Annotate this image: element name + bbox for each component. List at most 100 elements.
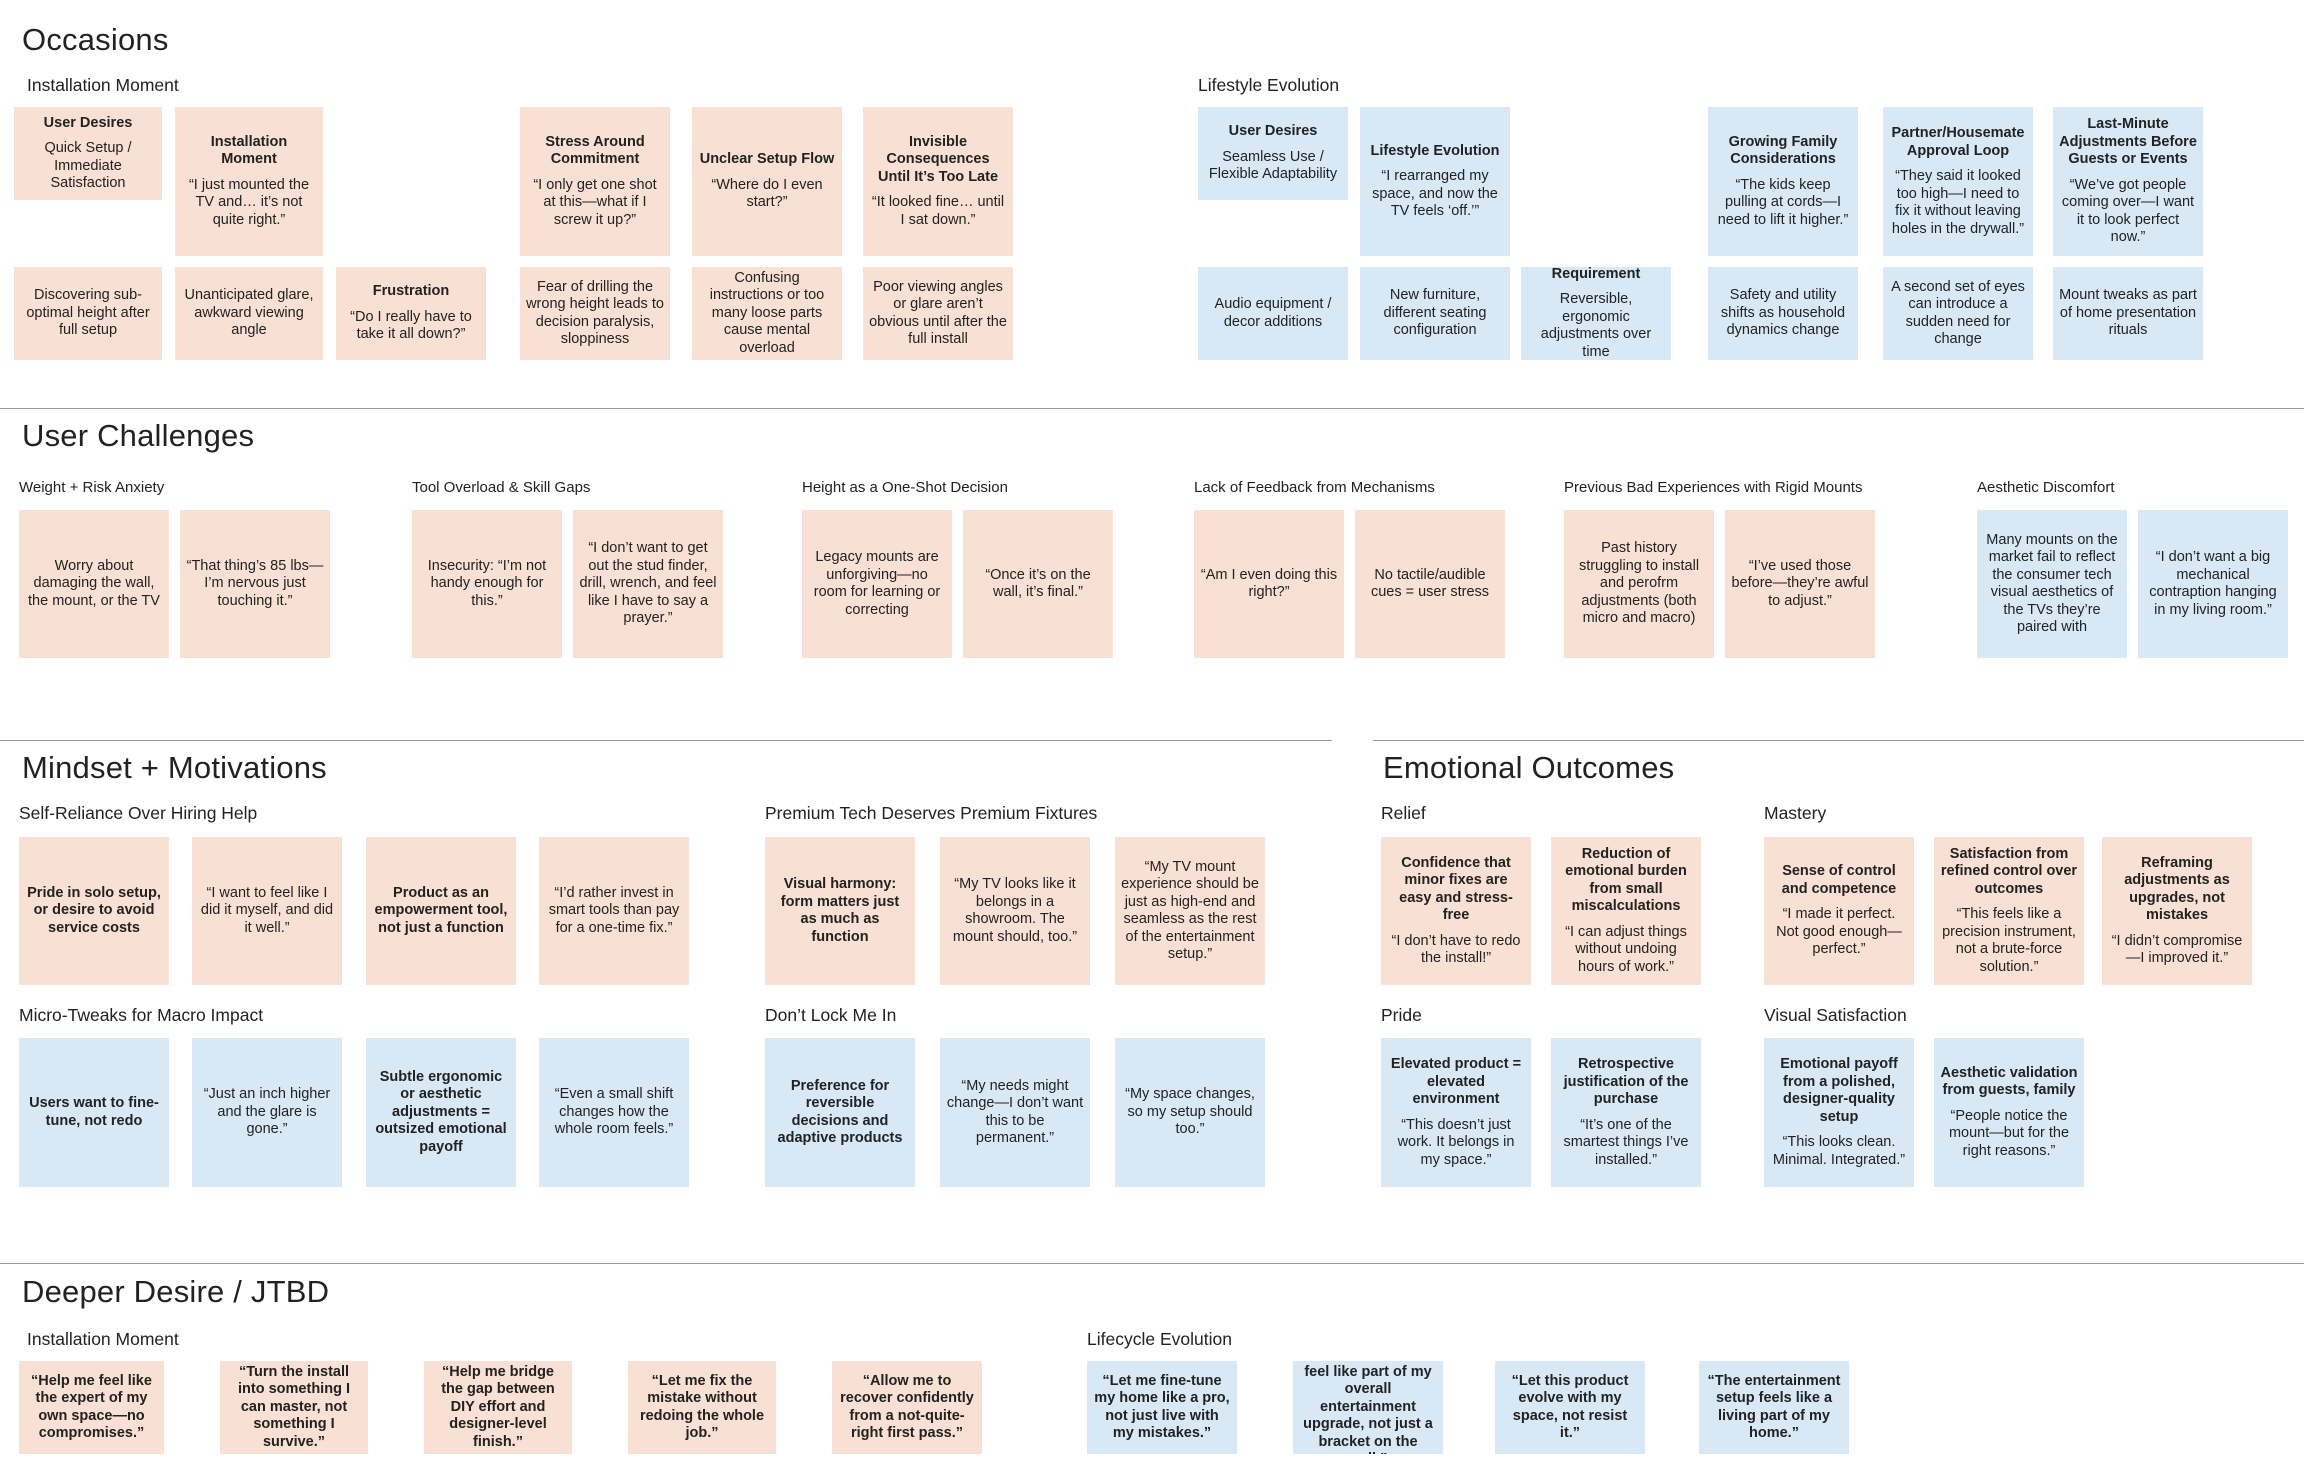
sticky-note[interactable]: Unclear Setup Flow “Where do I even star… — [692, 107, 842, 256]
sticky-note[interactable]: Last-Minute Adjustments Before Guests or… — [2053, 107, 2203, 256]
subheading-emotional-relief: Relief — [1381, 803, 1426, 823]
sticky-note[interactable]: Product as an empowerment tool, not just… — [366, 837, 516, 985]
note-body: Users want to fine-tune, not redo — [29, 1095, 159, 1129]
sticky-note[interactable]: “My needs might change—I don’t want this… — [940, 1038, 1090, 1187]
note-title: Partner/Housemate Approval Loop — [1891, 125, 2025, 159]
note-body: Many mounts on the market fail to reflec… — [1986, 531, 2118, 636]
sticky-note[interactable]: “That thing’s 85 lbs—I’m nervous just to… — [180, 510, 330, 658]
note-title: Invisible Consequences Until It’s Too La… — [877, 133, 999, 185]
sticky-note[interactable]: Audio equipment / decor additions — [1198, 267, 1348, 360]
sticky-note[interactable]: Lifestyle Evolution “I rearranged my spa… — [1360, 107, 1510, 256]
sticky-note[interactable]: “Let me fix the mistake without redoing … — [628, 1361, 776, 1454]
sticky-note[interactable]: Invisible Consequences Until It’s Too La… — [863, 107, 1013, 256]
sticky-note[interactable]: Many mounts on the market fail to reflec… — [1977, 510, 2127, 658]
sticky-note[interactable]: Requirement Reversible, ergonomic adjust… — [1521, 267, 1671, 360]
sticky-note[interactable]: “Turn the install into something I can m… — [220, 1361, 368, 1454]
divider-challenges-mindset — [0, 740, 1332, 741]
note-body: Worry about damaging the wall, the mount… — [28, 557, 160, 609]
note-body: “Do I really have to take it all down?” — [350, 308, 472, 343]
subheading-mindset-premium-tech: Premium Tech Deserves Premium Fixtures — [765, 803, 1098, 823]
note-body: “We’ve got people coming over—I want it … — [2061, 176, 2195, 246]
sticky-note[interactable]: Legacy mounts are unforgiving—no room fo… — [802, 510, 952, 658]
subheading-emotional-visual-satisfaction: Visual Satisfaction — [1764, 1005, 1907, 1025]
sticky-note[interactable]: Satisfaction from refined control over o… — [1934, 837, 2084, 985]
sticky-note[interactable]: Partner/Housemate Approval Loop “They sa… — [1883, 107, 2033, 256]
sticky-note[interactable]: “Let this product evolve with my space, … — [1495, 1361, 1645, 1454]
note-body: Quick Setup / Immediate Satisfaction — [44, 140, 132, 191]
note-body: “This doesn’t just work. It belongs in m… — [1397, 1116, 1515, 1168]
subheading-challenge-lack-feedback: Lack of Feedback from Mechanisms — [1194, 479, 1435, 496]
sticky-note[interactable]: No tactile/audible cues = user stress — [1355, 510, 1505, 658]
sticky-note[interactable]: New furniture, different seating configu… — [1360, 267, 1510, 360]
sticky-note[interactable]: “Help me bridge the gap between DIY effo… — [424, 1361, 572, 1454]
sticky-note[interactable]: “Even a small shift changes how the whol… — [539, 1038, 689, 1187]
note-title: Frustration — [372, 283, 450, 300]
subheading-occasions-installation-moment: Installation Moment — [27, 75, 179, 95]
sticky-note[interactable]: Confidence that minor fixes are easy and… — [1381, 837, 1531, 985]
note-body: Mount tweaks as part of home presentatio… — [2059, 287, 2197, 339]
sticky-note[interactable]: “The entertainment setup feels like a li… — [1699, 1361, 1849, 1454]
sticky-note[interactable]: Retrospective justification of the purch… — [1551, 1038, 1701, 1187]
note-title: Satisfaction from refined control over o… — [1940, 845, 2078, 897]
sticky-note[interactable]: “Once it’s on the wall, it’s final.” — [963, 510, 1113, 658]
sticky-note[interactable]: “I don’t want a big mechanical contrapti… — [2138, 510, 2288, 658]
sticky-note[interactable]: Elevated product = elevated environment … — [1381, 1038, 1531, 1187]
note-body: “My TV looks like it belongs in a showro… — [952, 876, 1078, 945]
note-body: “I rearranged my space, and now the TV f… — [1372, 168, 1498, 219]
sticky-note[interactable]: Mount tweaks as part of home presentatio… — [2053, 267, 2203, 360]
section-title-mindset-motivations: Mindset + Motivations — [22, 750, 327, 785]
note-body: “I can adjust things without undoing hou… — [1565, 923, 1687, 975]
sticky-note[interactable]: Preference for reversible decisions and … — [765, 1038, 915, 1187]
sticky-note[interactable]: Insecurity: “I’m not handy enough for th… — [412, 510, 562, 658]
sticky-note[interactable]: Pride in solo setup, or desire to avoid … — [19, 837, 169, 985]
sticky-note[interactable]: Sense of control and competence “I made … — [1764, 837, 1914, 985]
sticky-note[interactable]: “Am I even doing this right?” — [1194, 510, 1344, 658]
sticky-note[interactable]: Reduction of emotional burden from small… — [1551, 837, 1701, 985]
sticky-note[interactable]: “I’ve used those before—they’re awful to… — [1725, 510, 1875, 658]
sticky-note[interactable]: “Make this mount feel like part of my ov… — [1293, 1361, 1443, 1454]
sticky-note[interactable]: “Help me feel like the expert of my own … — [19, 1361, 164, 1454]
sticky-note[interactable]: Worry about damaging the wall, the mount… — [19, 510, 169, 658]
sticky-note[interactable]: Confusing instructions or too many loose… — [692, 267, 842, 360]
sticky-note[interactable]: Users want to fine-tune, not redo — [19, 1038, 169, 1187]
sticky-note[interactable]: “My space changes, so my setup should to… — [1115, 1038, 1265, 1187]
subheading-occasions-lifestyle-evolution: Lifestyle Evolution — [1198, 75, 1340, 95]
divider-challenges-emotional — [1373, 740, 2304, 741]
sticky-note[interactable]: Emotional payoff from a polished, design… — [1764, 1038, 1914, 1187]
sticky-note[interactable]: Reframing adjustments as upgrades, not m… — [2102, 837, 2252, 985]
sticky-note[interactable]: “Let me fine-tune my home like a pro, no… — [1087, 1361, 1237, 1454]
note-body: “I didn’t compromise—I improved it.” — [2111, 932, 2243, 967]
divider-occasions-challenges — [0, 408, 2304, 409]
sticky-note[interactable]: A second set of eyes can introduce a sud… — [1883, 267, 2033, 360]
sticky-note[interactable]: Subtle ergonomic or aesthetic adjustment… — [366, 1038, 516, 1187]
sticky-note[interactable]: Past history struggling to install and p… — [1564, 510, 1714, 658]
sticky-note[interactable]: “Just an inch higher and the glare is go… — [192, 1038, 342, 1187]
note-title: Installation Moment — [210, 133, 288, 168]
note-body: “Turn the install into something I can m… — [238, 1363, 350, 1450]
sticky-note[interactable]: Poor viewing angles or glare aren’t obvi… — [863, 267, 1013, 360]
sticky-note[interactable]: Stress Around Commitment “I only get one… — [520, 107, 670, 256]
sticky-note[interactable]: Frustration “Do I really have to take it… — [336, 267, 486, 360]
sticky-note[interactable]: Unanticipated glare, awkward viewing ang… — [175, 267, 323, 360]
sticky-note[interactable]: “I’d rather invest in smart tools than p… — [539, 837, 689, 985]
sticky-note[interactable]: “I don’t want to get out the stud finder… — [573, 510, 723, 658]
sticky-note[interactable]: Installation Moment “I just mounted the … — [175, 107, 323, 256]
sticky-note[interactable]: Fear of drilling the wrong height leads … — [520, 267, 670, 360]
note-body: Confusing instructions or too many loose… — [709, 269, 825, 356]
sticky-note[interactable]: Visual harmony: form matters just as muc… — [765, 837, 915, 985]
note-body: “That thing’s 85 lbs—I’m nervous just to… — [186, 557, 324, 609]
note-body: “I only get one shot at this—what if I s… — [533, 176, 657, 228]
sticky-note[interactable]: User Desires Seamless Use / Flexible Ada… — [1198, 107, 1348, 200]
note-title: Confidence that minor fixes are easy and… — [1399, 854, 1513, 924]
sticky-note[interactable]: “My TV mount experience should be just a… — [1115, 837, 1265, 985]
sticky-note[interactable]: Safety and utility shifts as household d… — [1708, 267, 1858, 360]
sticky-note[interactable]: User Desires Quick Setup / Immediate Sat… — [14, 107, 162, 200]
sticky-note[interactable]: Aesthetic validation from guests, family… — [1934, 1038, 2084, 1187]
sticky-note[interactable]: “I want to feel like I did it myself, an… — [192, 837, 342, 985]
sticky-note[interactable]: “My TV looks like it belongs in a showro… — [940, 837, 1090, 985]
sticky-note[interactable]: Discovering sub-optimal height after ful… — [14, 267, 162, 360]
subheading-jtbd-lifecycle-evolution: Lifecycle Evolution — [1087, 1329, 1232, 1349]
note-body: Fear of drilling the wrong height leads … — [526, 278, 664, 348]
sticky-note[interactable]: Growing Family Considerations “The kids … — [1708, 107, 1858, 256]
sticky-note[interactable]: “Allow me to recover confidently from a … — [832, 1361, 982, 1454]
